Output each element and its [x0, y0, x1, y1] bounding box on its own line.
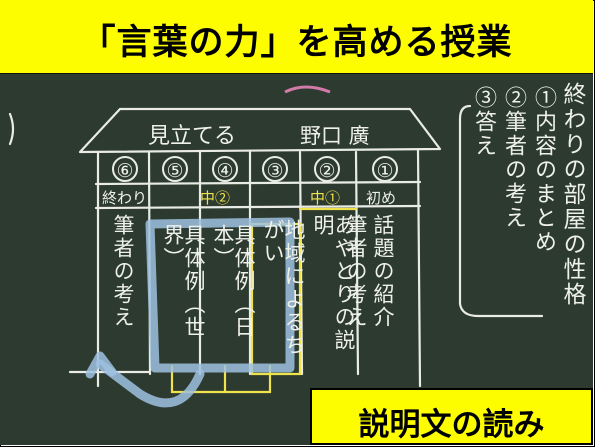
- column-text: 地域によるちがい: [261, 219, 306, 357]
- chalkboard-photo: 見立てる 野口 廣 ⑥ ⑤ ④ ③ ② ① 終わり 中② 中① 初め 筆者の考え…: [0, 74, 593, 445]
- house-roof: [78, 107, 442, 154]
- column-text: 話題の紹介: [371, 214, 395, 329]
- pink-chalk-mark: [284, 85, 331, 94]
- side-box: [458, 104, 544, 318]
- blue-arrow: [95, 359, 205, 408]
- roof-left-text: 見立てる: [148, 124, 237, 149]
- caption-box: 説明文の読み: [310, 388, 593, 445]
- house-right-wall: [416, 148, 422, 388]
- side-title: 終わりの部屋の性格: [559, 82, 585, 307]
- slide-title: 「言葉の力」を高める授業: [80, 23, 513, 63]
- column-text: 具体例（世界）: [161, 224, 206, 339]
- column-number: ⑤: [162, 156, 188, 182]
- side-item: ②筆者の考え: [501, 86, 526, 230]
- column-number: ③: [262, 156, 288, 182]
- column-header: 中②: [200, 189, 231, 207]
- blue-arrowhead: [85, 351, 117, 379]
- column-text: あやとりの説明: [311, 214, 356, 352]
- left-bracket-mark: [8, 112, 15, 146]
- number-row-line: [94, 180, 422, 186]
- column-text: 筆者の考え: [111, 214, 135, 329]
- column-header: 初め: [366, 189, 397, 207]
- column-text: 具体例（日本）: [211, 224, 256, 339]
- side-item: ①内容のまとめ: [531, 86, 556, 254]
- column-number: ②: [314, 156, 340, 182]
- column-number: ①: [372, 156, 398, 182]
- column-number: ④: [212, 156, 238, 182]
- column-header: 終わり: [102, 189, 148, 207]
- column-header: 中①: [310, 189, 341, 207]
- roof-right-text: 野口 廣: [300, 124, 370, 148]
- column-text: 筆者の考え: [344, 214, 368, 329]
- title-bar: 「言葉の力」を高める授業: [0, 0, 593, 74]
- blue-frame: [145, 217, 295, 373]
- caption-text: 説明文の読み: [358, 407, 545, 443]
- side-item: ③答え: [471, 86, 496, 158]
- chalk-drawing: [8, 85, 544, 408]
- column-number: ⑥: [112, 156, 138, 182]
